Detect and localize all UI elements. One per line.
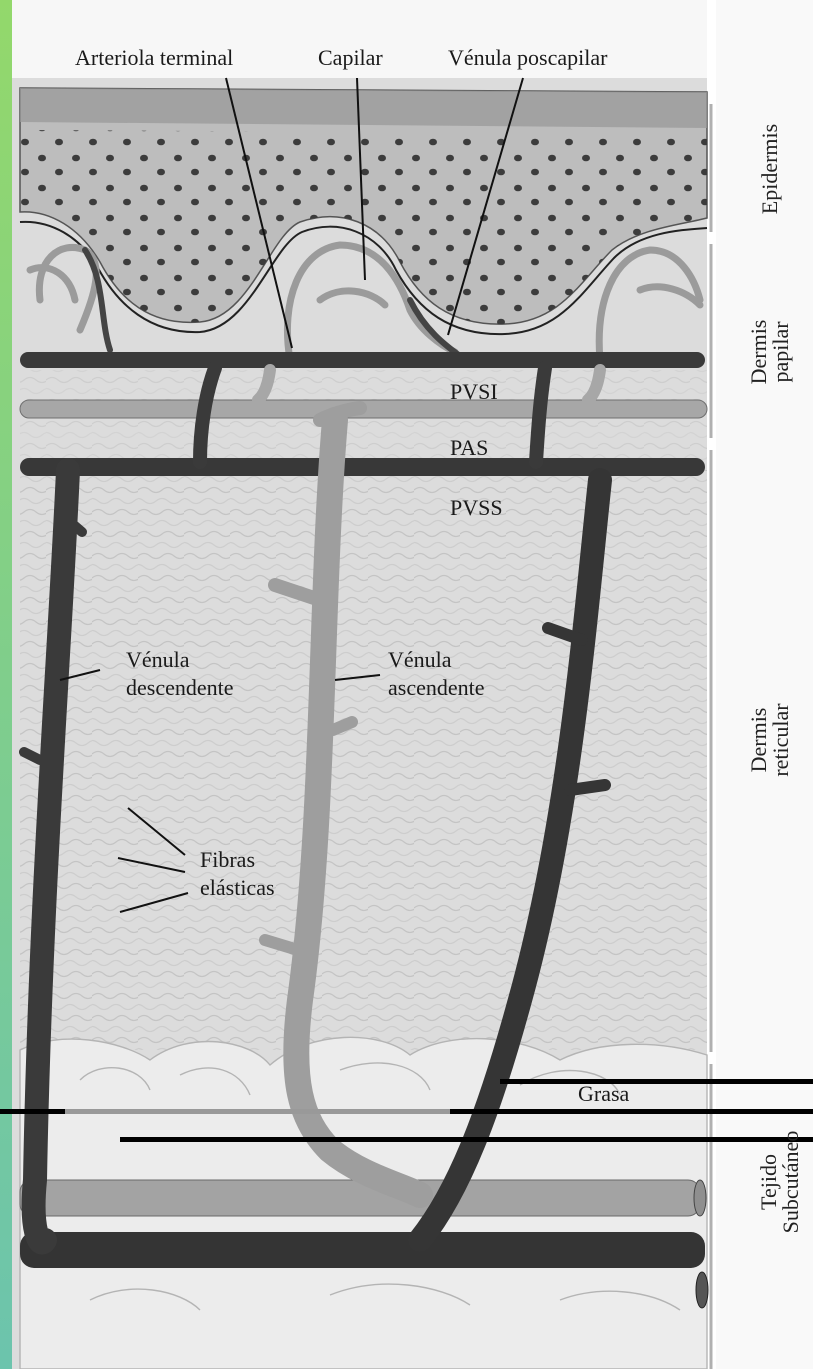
label-venula-poscapilar: Vénula poscapilar — [448, 46, 607, 70]
layer-dermis-papilar: Dermis papilar — [748, 292, 792, 412]
stratum-corneum — [20, 88, 707, 128]
layer-tejido-subcutaneo: Tejido Subcutáneo — [758, 1112, 802, 1252]
label-pvss: PVSS — [450, 496, 503, 520]
label-capilar: Capilar — [318, 46, 383, 70]
layer-dermis-papilar-line2: papilar — [770, 292, 792, 412]
layer-dermis-reticular: Dermis reticular — [748, 680, 792, 800]
vessel-end-light — [694, 1180, 706, 1216]
layer-dermis-reticular-line2: reticular — [770, 680, 792, 800]
left-color-bar — [0, 0, 12, 1369]
layer-dermis-reticular-line1: Dermis — [748, 680, 770, 800]
label-venula-descendente-2: descendente — [126, 676, 234, 700]
plexus-deep-light — [20, 1180, 700, 1216]
layer-epidermis: Epidermis — [759, 109, 781, 229]
label-pvsi: PVSI — [450, 380, 498, 404]
layer-dermis-papilar-line1: Dermis — [748, 292, 770, 412]
layer-subcutaneo-line2: Subcutáneo — [780, 1112, 802, 1252]
layer-subcutaneo-line1: Tejido — [758, 1112, 780, 1252]
label-venula-ascendente-2: ascendente — [388, 676, 485, 700]
label-arteriola-terminal: Arteriola terminal — [75, 46, 233, 70]
plexus-deep-dark — [20, 1232, 705, 1268]
label-pas: PAS — [450, 436, 488, 460]
label-elasticas: elásticas — [200, 876, 275, 900]
vessel-end-dark — [696, 1272, 708, 1308]
label-fibras: Fibras — [200, 848, 255, 872]
label-grasa: Grasa — [578, 1082, 629, 1106]
label-venula-descendente-1: Vénula — [126, 648, 190, 672]
label-venula-ascendente-1: Vénula — [388, 648, 452, 672]
